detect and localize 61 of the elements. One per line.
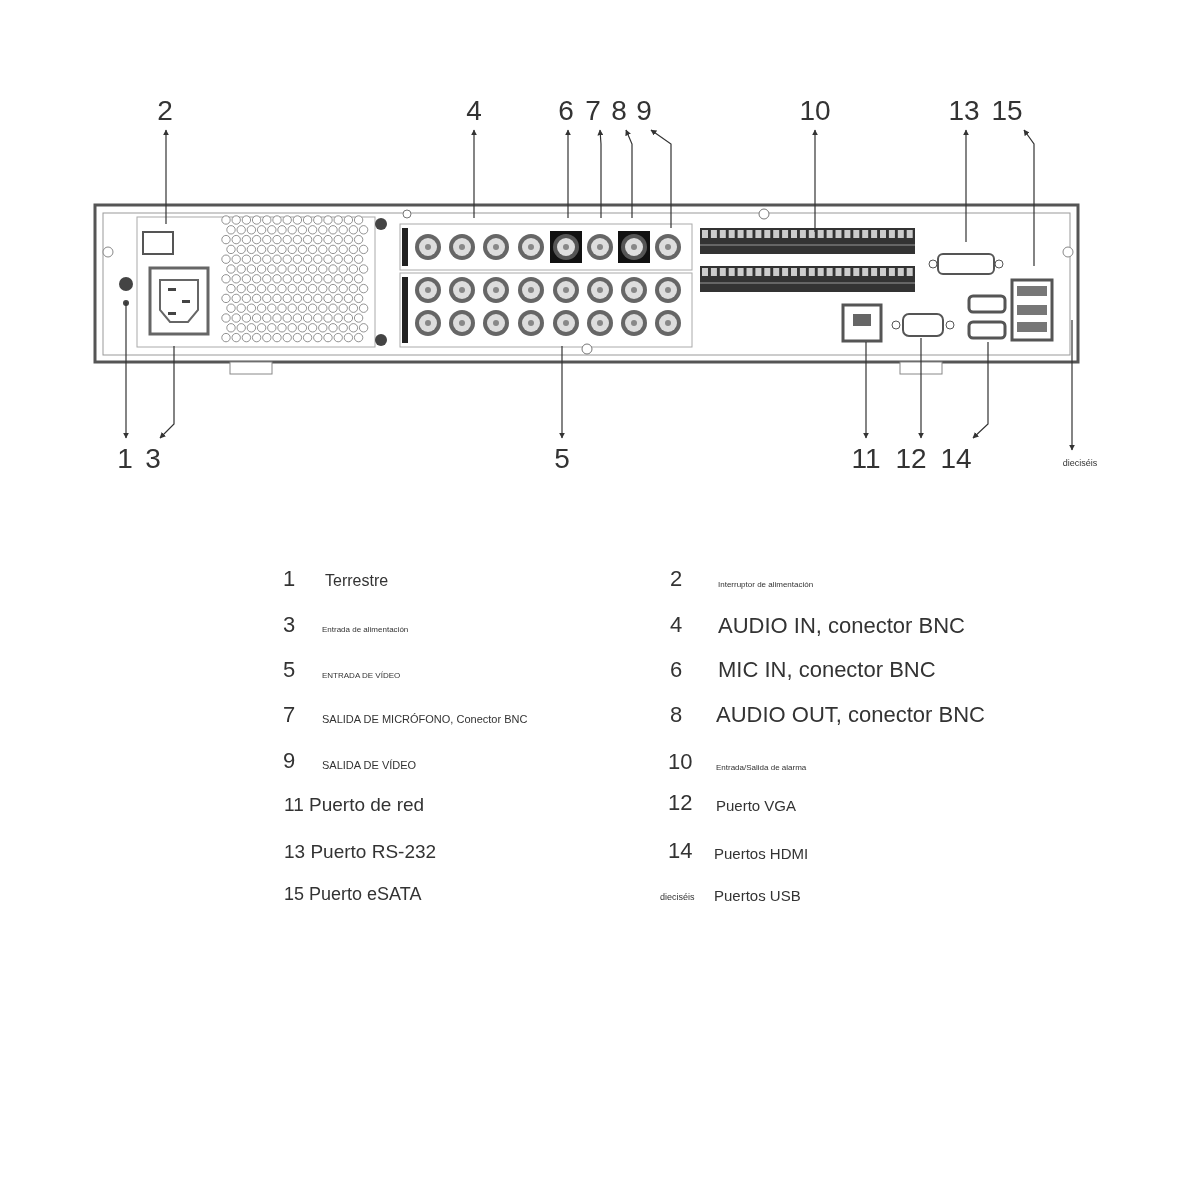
legend-text: Puerto VGA [716,797,797,813]
callout-number: dieciséis [1052,456,1108,470]
callout-number: 14 [937,444,975,474]
leader-line [1023,129,1035,267]
callout-number: 10 [796,96,834,126]
legend-number: 12 [668,791,693,814]
callout-number: 7 [584,96,602,126]
legend-number: 10 [668,750,693,773]
legend-text: AUDIO OUT, conector BNC [716,703,985,726]
leader-line [863,341,869,439]
leader-line [159,345,175,439]
legend-text: 15 Puerto eSATA [284,885,422,904]
legend-text: Entrada de alimentación [322,625,409,634]
callout-number: 3 [144,444,162,474]
leader-line [565,129,571,219]
legend-text: Entrada/Salida de alarma [716,763,807,772]
legend-text: 13 Puerto RS-232 [284,841,437,861]
legend-number: 3 [283,613,296,636]
legend-number: 1 [283,567,296,590]
leader-line [597,129,604,219]
legend-number: 6 [670,658,683,681]
legend-text: 11 Puerto de red [284,794,425,814]
callout-number: 2 [156,96,174,126]
callout-number: 9 [635,96,653,126]
legend-text: SALIDA DE MICRÓFONO, Conector BNC [322,713,528,725]
legend-text: Puertos USB [714,887,801,903]
legend-text: MIC IN, conector BNC [718,658,936,681]
leader-line [559,345,565,439]
callout-number: 5 [553,444,571,474]
callout-number: 1 [116,444,134,474]
legend-text: SALIDA DE VÍDEO [322,759,417,771]
legend-number: 14 [668,839,693,862]
legend-text: Puertos HDMI [714,845,809,861]
leader-line [123,301,129,439]
callout-number: 13 [945,96,983,126]
legend-number: dieciséis [660,893,695,903]
leader-line [625,129,633,219]
legend-number: 2 [670,567,683,590]
legend-text: Interruptor de alimentación [718,580,814,589]
legend-number: 5 [283,658,296,681]
leader-line [163,129,169,225]
legend-text: ENTRADA DE VÍDEO [322,671,401,680]
leader-line [1069,319,1075,451]
leader-line [650,129,672,229]
leader-line [471,129,477,219]
callout-number: 11 [848,444,884,474]
legend-text: Terrestre [325,573,389,590]
legend-text: AUDIO IN, conector BNC [718,614,965,637]
leader-line [972,341,989,439]
callout-number: 6 [557,96,575,126]
legend-number: 4 [670,613,683,636]
legend-number: 7 [283,703,296,726]
leader-line [963,129,969,243]
callout-number: 15 [988,96,1026,126]
callout-number: 4 [465,96,483,126]
callout-number: 8 [610,96,628,126]
callout-number: 12 [893,444,929,474]
legend-number: 9 [283,749,296,772]
legend-number: 8 [670,703,683,726]
leader-line [918,337,924,439]
leader-line [812,129,818,233]
